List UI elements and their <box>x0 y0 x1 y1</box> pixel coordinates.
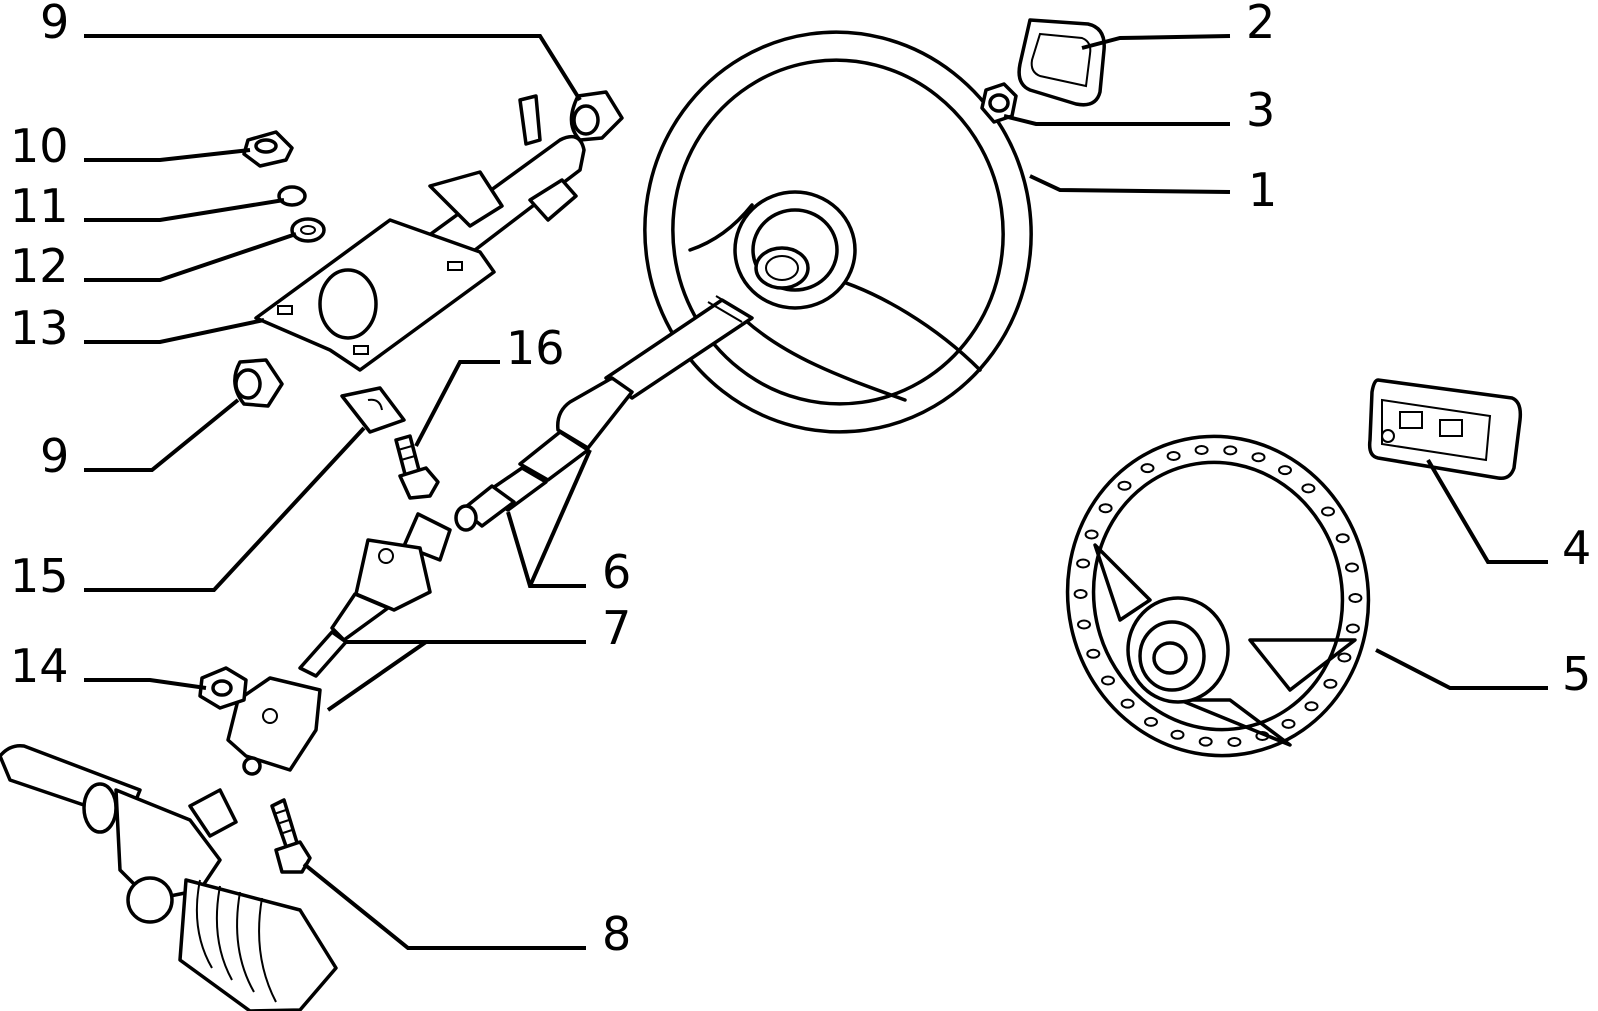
bolt-16 <box>394 434 440 500</box>
spring-washer <box>277 185 307 207</box>
rim-grip-hole <box>1144 716 1158 727</box>
rim-grip-hole <box>1077 619 1091 630</box>
steering-wheel-alternate <box>1065 434 1371 758</box>
callout-labels: 1 2 3 4 5 6 7 8 9 9 10 11 12 13 14 15 16 <box>10 0 1591 961</box>
steering-rack <box>0 743 338 1011</box>
bush-top <box>569 90 624 142</box>
rim-grip-hole <box>1073 589 1088 599</box>
rim-grip-hole <box>1084 529 1099 540</box>
flat-washer <box>290 217 326 243</box>
rim-grip-hole <box>1076 558 1091 569</box>
callout-14: 14 <box>10 639 69 693</box>
nut-14 <box>198 666 248 710</box>
callout-4: 4 <box>1562 521 1591 575</box>
switch-panel <box>1367 378 1523 481</box>
wheel-nut <box>980 82 1018 124</box>
callout-3: 3 <box>1246 83 1275 137</box>
rim-grip-hole <box>1345 623 1360 634</box>
nut-10 <box>242 130 294 168</box>
steering-shaft <box>454 295 754 532</box>
pinch-bolt <box>270 798 312 874</box>
callout-1: 1 <box>1248 163 1277 217</box>
rim-grip-hole <box>1086 648 1101 659</box>
callout-2: 2 <box>1246 0 1275 49</box>
callout-9-bottom: 9 <box>40 429 69 483</box>
clip <box>340 386 406 434</box>
horn-cover <box>1017 18 1106 107</box>
callout-6: 6 <box>602 545 631 599</box>
column-support <box>254 94 586 372</box>
rim-grip-hole <box>1337 652 1352 663</box>
callout-12: 12 <box>10 239 69 293</box>
rim-grip-hole <box>1117 480 1132 491</box>
rim-grip-hole <box>1348 593 1363 603</box>
rim-grip-hole <box>1194 445 1209 455</box>
rim-grip-hole <box>1323 678 1338 689</box>
rim-grip-hole <box>1227 737 1242 747</box>
rim-grip-hole <box>1101 675 1115 686</box>
callout-9-top: 9 <box>40 0 69 49</box>
rim-grip-hole <box>1304 701 1319 712</box>
rim-grip-hole <box>1166 451 1181 461</box>
leader-lines <box>84 34 1548 950</box>
callout-7: 7 <box>602 601 631 655</box>
rim-grip-hole <box>1170 729 1185 740</box>
steering-wheel-main <box>643 30 1033 434</box>
rim-grip-hole <box>1251 452 1266 463</box>
callout-16: 16 <box>506 321 565 375</box>
bush-lower <box>233 358 284 408</box>
callout-11: 11 <box>10 179 69 233</box>
rim-grip-hole <box>1321 506 1335 517</box>
rim-grip-hole <box>1278 465 1292 476</box>
callout-8: 8 <box>602 907 631 961</box>
rim-grip-hole <box>1345 562 1359 573</box>
rim-grip-hole <box>1301 483 1316 494</box>
rim-grip-hole <box>1120 698 1135 709</box>
callout-13: 13 <box>10 301 69 355</box>
rim-grip-hole <box>1198 736 1213 747</box>
rim-grip-hole <box>1335 533 1350 544</box>
rim-grip-hole <box>1223 445 1238 456</box>
callout-5: 5 <box>1562 647 1591 701</box>
callout-15: 15 <box>10 549 69 603</box>
rim-grip-hole <box>1140 463 1155 474</box>
rim-grip-hole <box>1281 718 1296 729</box>
rim-grip-hole <box>1098 503 1113 514</box>
universal-joint-shaft <box>226 512 452 776</box>
callout-10: 10 <box>10 119 69 173</box>
